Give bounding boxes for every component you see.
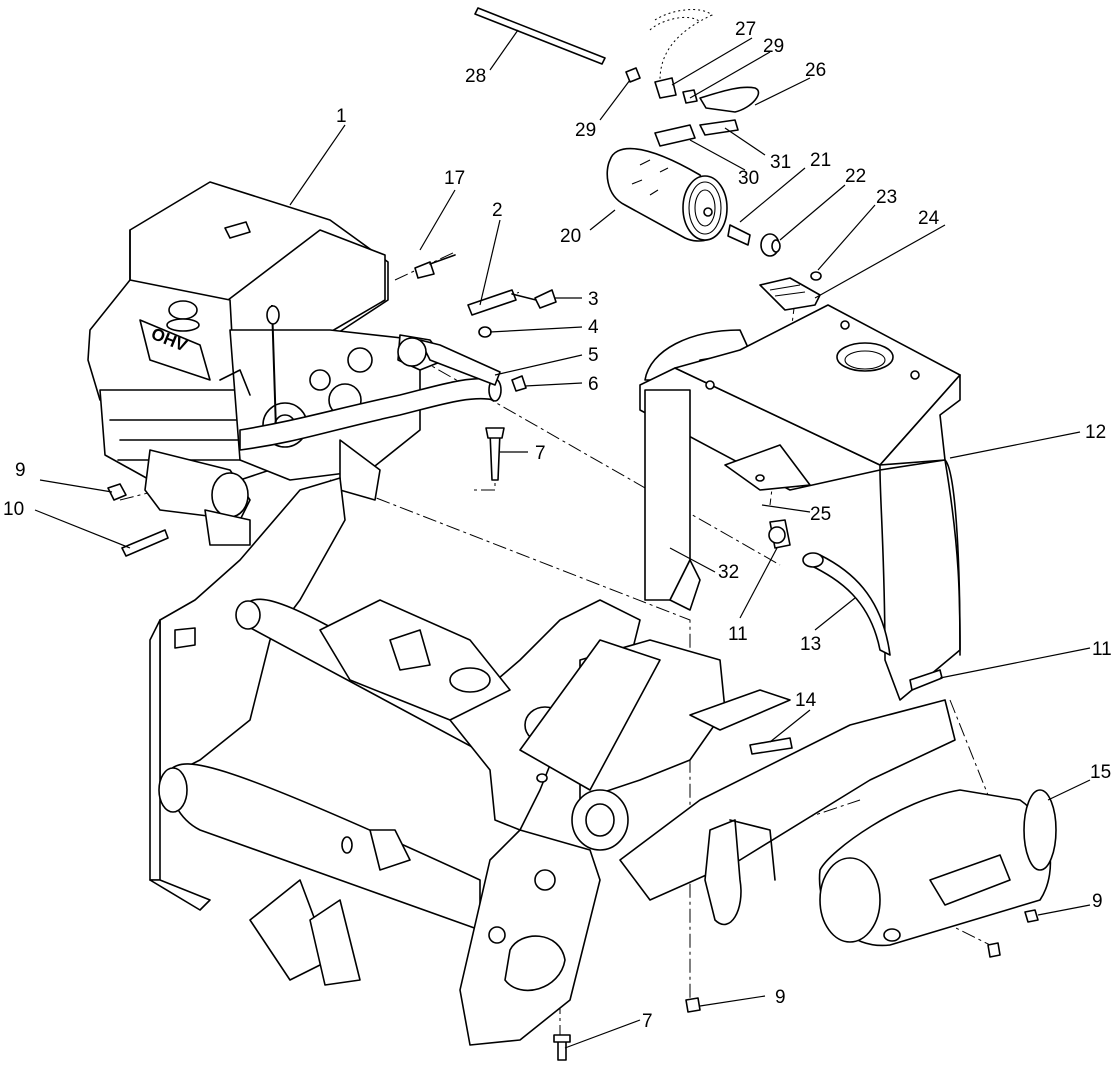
callout-21: 21 — [810, 150, 831, 171]
callout-9-left: 9 — [15, 460, 26, 481]
callout-15: 15 — [1090, 762, 1111, 783]
callout-7-upper: 7 — [535, 443, 546, 464]
callout-9-bottom: 9 — [775, 987, 786, 1008]
callout-5: 5 — [588, 345, 599, 366]
callout-14: 14 — [795, 690, 817, 711]
callout-28: 28 — [465, 66, 486, 87]
callout-31: 31 — [770, 152, 791, 173]
callout-27: 27 — [735, 19, 756, 40]
callout-22: 22 — [845, 166, 866, 187]
muffler — [818, 789, 1057, 947]
callout-11-right: 11 — [1092, 639, 1112, 660]
callout-2: 2 — [492, 200, 503, 221]
callout-25: 25 — [810, 504, 831, 525]
engine-fasteners — [107, 254, 557, 557]
callout-29-left: 29 — [575, 120, 596, 141]
callout-26: 26 — [805, 60, 826, 81]
callout-10: 10 — [3, 499, 24, 520]
callout-3: 3 — [588, 289, 599, 310]
callout-1: 1 — [336, 106, 347, 127]
callout-9-right: 9 — [1092, 891, 1103, 912]
callout-32: 32 — [718, 562, 739, 583]
leader-lines — [34, 29, 1091, 1049]
callout-13: 13 — [800, 634, 821, 655]
callout-labels: 1 2 3 4 5 6 7 7 9 9 9 10 11 11 12 13 14 … — [3, 19, 1112, 1032]
engine: OHV — [87, 181, 446, 546]
loose-fasteners — [553, 737, 1039, 1061]
callout-30: 30 — [738, 168, 759, 189]
callout-29-right: 29 — [763, 36, 784, 57]
callout-11-center: 11 — [728, 624, 748, 645]
callout-23: 23 — [876, 187, 897, 208]
callout-20: 20 — [560, 226, 581, 247]
air-cleaner — [606, 147, 822, 311]
main-frame — [149, 477, 956, 1046]
callout-4: 4 — [588, 317, 599, 338]
callout-6: 6 — [588, 374, 599, 395]
fuel-hose — [802, 552, 943, 691]
callout-17: 17 — [444, 168, 465, 189]
callout-24: 24 — [918, 208, 940, 229]
callout-7-lower: 7 — [642, 1011, 653, 1032]
tower-frame — [639, 304, 961, 701]
fuel-line-assembly — [474, 7, 760, 147]
exhaust-pipe — [239, 337, 502, 451]
callout-12: 12 — [1085, 422, 1106, 443]
